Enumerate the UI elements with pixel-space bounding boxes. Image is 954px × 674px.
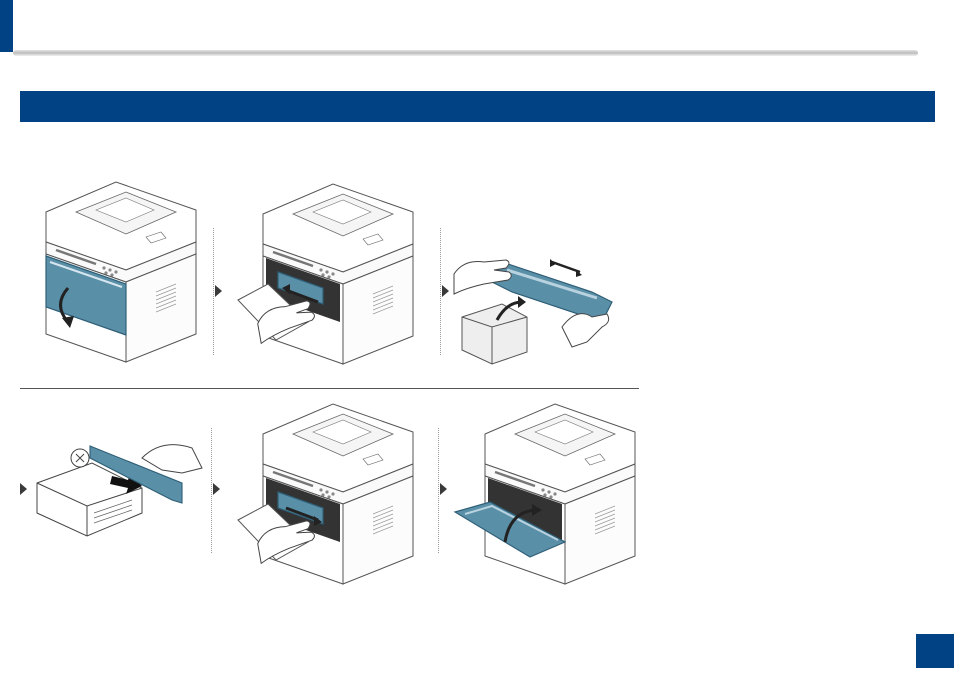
row-divider [20, 388, 639, 389]
insert-toner-cartridge-icon [228, 392, 418, 587]
step-arrow-icon [20, 483, 27, 495]
step-arrow-icon [440, 483, 447, 495]
step-arrow-icon [442, 285, 449, 297]
header-accent-tab [0, 0, 13, 52]
step-4-remove-strip [32, 428, 207, 553]
step-divider [440, 228, 441, 355]
step-divider [213, 228, 214, 355]
page-number [916, 634, 954, 668]
step-arrow-icon [215, 285, 222, 297]
shake-new-cartridge-icon [452, 232, 622, 372]
remove-toner-cartridge-icon [228, 172, 418, 367]
step-divider [438, 428, 439, 553]
header-rule [13, 50, 918, 56]
close-front-door-icon [450, 392, 640, 587]
step-1-open-front-door [28, 170, 208, 365]
printer-open-front-door-icon [28, 170, 208, 365]
step-divider [211, 428, 212, 553]
step-2-remove-cartridge [228, 172, 418, 367]
step-arrow-icon [213, 483, 220, 495]
step-5-insert-cartridge [228, 392, 418, 587]
section-title-bar [20, 91, 935, 122]
step-3-shake-cartridge [452, 232, 622, 372]
step-6-close-door [450, 392, 640, 587]
remove-protective-strip-icon [32, 428, 207, 553]
